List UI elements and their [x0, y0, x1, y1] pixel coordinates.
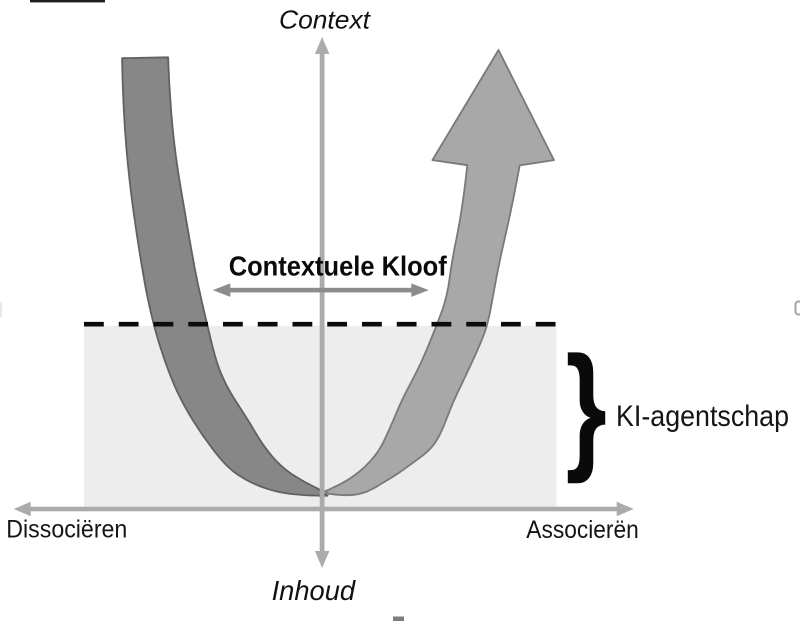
- svg-text:}: }: [566, 328, 607, 485]
- svg-text:Inhoud: Inhoud: [272, 575, 357, 606]
- svg-text:KI-agentschap: KI-agentschap: [616, 400, 789, 433]
- svg-text:Associerën: Associerën: [526, 516, 639, 544]
- svg-text:Dissociëren: Dissociëren: [6, 516, 127, 544]
- svg-text:Contextuele Kloof: Contextuele Kloof: [229, 251, 448, 282]
- svg-text:Context: Context: [279, 5, 372, 35]
